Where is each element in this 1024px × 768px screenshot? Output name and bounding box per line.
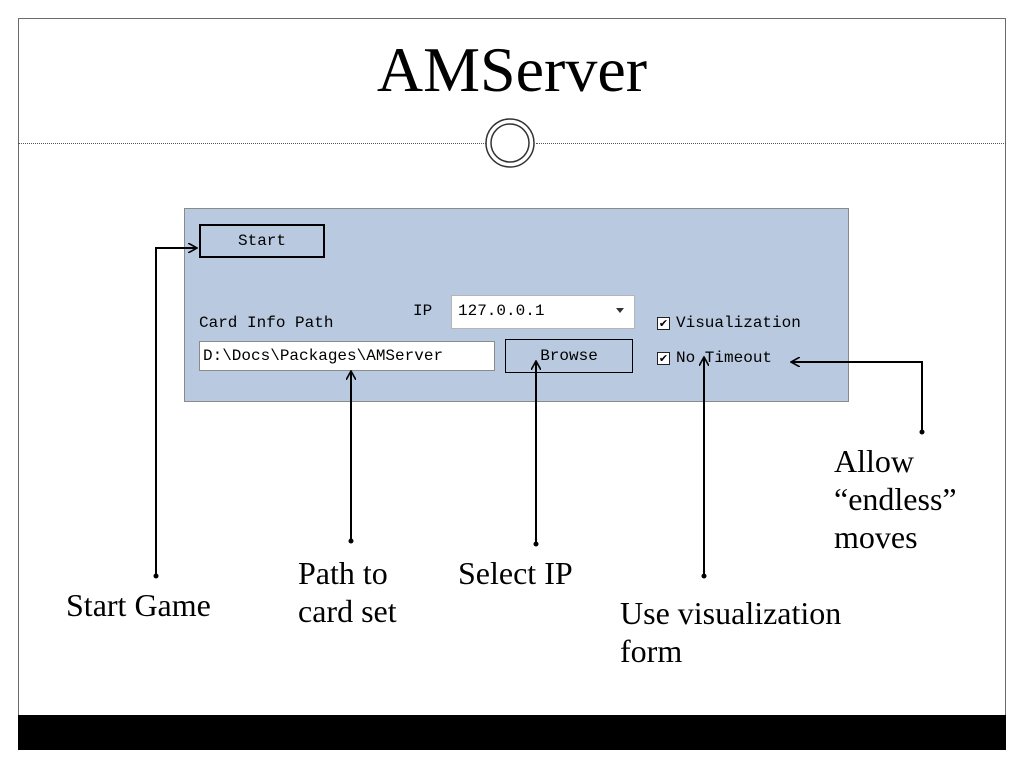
annotation-select-ip: Select IP <box>458 555 573 591</box>
annotation-path-line2: card set <box>298 593 397 629</box>
no-timeout-checkbox[interactable]: ✔ <box>657 351 670 365</box>
browse-button[interactable]: Browse <box>505 339 633 373</box>
chevron-down-icon[interactable] <box>616 308 624 313</box>
card-info-path-input[interactable]: D:\Docs\Packages\AMServer <box>199 341 495 371</box>
no-timeout-checkbox-row[interactable]: ✔ No Timeout <box>657 349 772 367</box>
slide-title: AMServer <box>376 34 648 105</box>
annotation-endless-line1: Allow <box>834 443 914 479</box>
ring-ornament-icon <box>485 118 535 168</box>
title-divider-right <box>536 143 1006 144</box>
annotation-visualization-line2: form <box>620 633 683 669</box>
visualization-checkbox[interactable]: ✔ <box>657 316 670 330</box>
ip-selected-value: 127.0.0.1 <box>458 302 545 320</box>
annotation-endless-line2: “endless” <box>834 481 957 517</box>
amserver-window: Start IP 127.0.0.1 Card Info Path D:\Doc… <box>184 208 849 402</box>
card-info-path-label: Card Info Path <box>199 314 334 332</box>
annotation-start-game: Start Game <box>66 587 211 623</box>
ip-select[interactable]: 127.0.0.1 <box>451 295 635 329</box>
visualization-checkbox-row[interactable]: ✔ Visualization <box>657 314 801 332</box>
start-button[interactable]: Start <box>199 224 325 258</box>
annotation-endless-line3: moves <box>834 519 918 555</box>
ip-label: IP <box>413 302 433 320</box>
annotation-path-line1: Path to <box>298 555 388 591</box>
visualization-label: Visualization <box>676 314 801 332</box>
no-timeout-label: No Timeout <box>676 349 773 367</box>
footer-bar <box>18 715 1006 750</box>
annotation-visualization-line1: Use visualization <box>620 595 842 631</box>
title-divider-left <box>18 143 488 144</box>
